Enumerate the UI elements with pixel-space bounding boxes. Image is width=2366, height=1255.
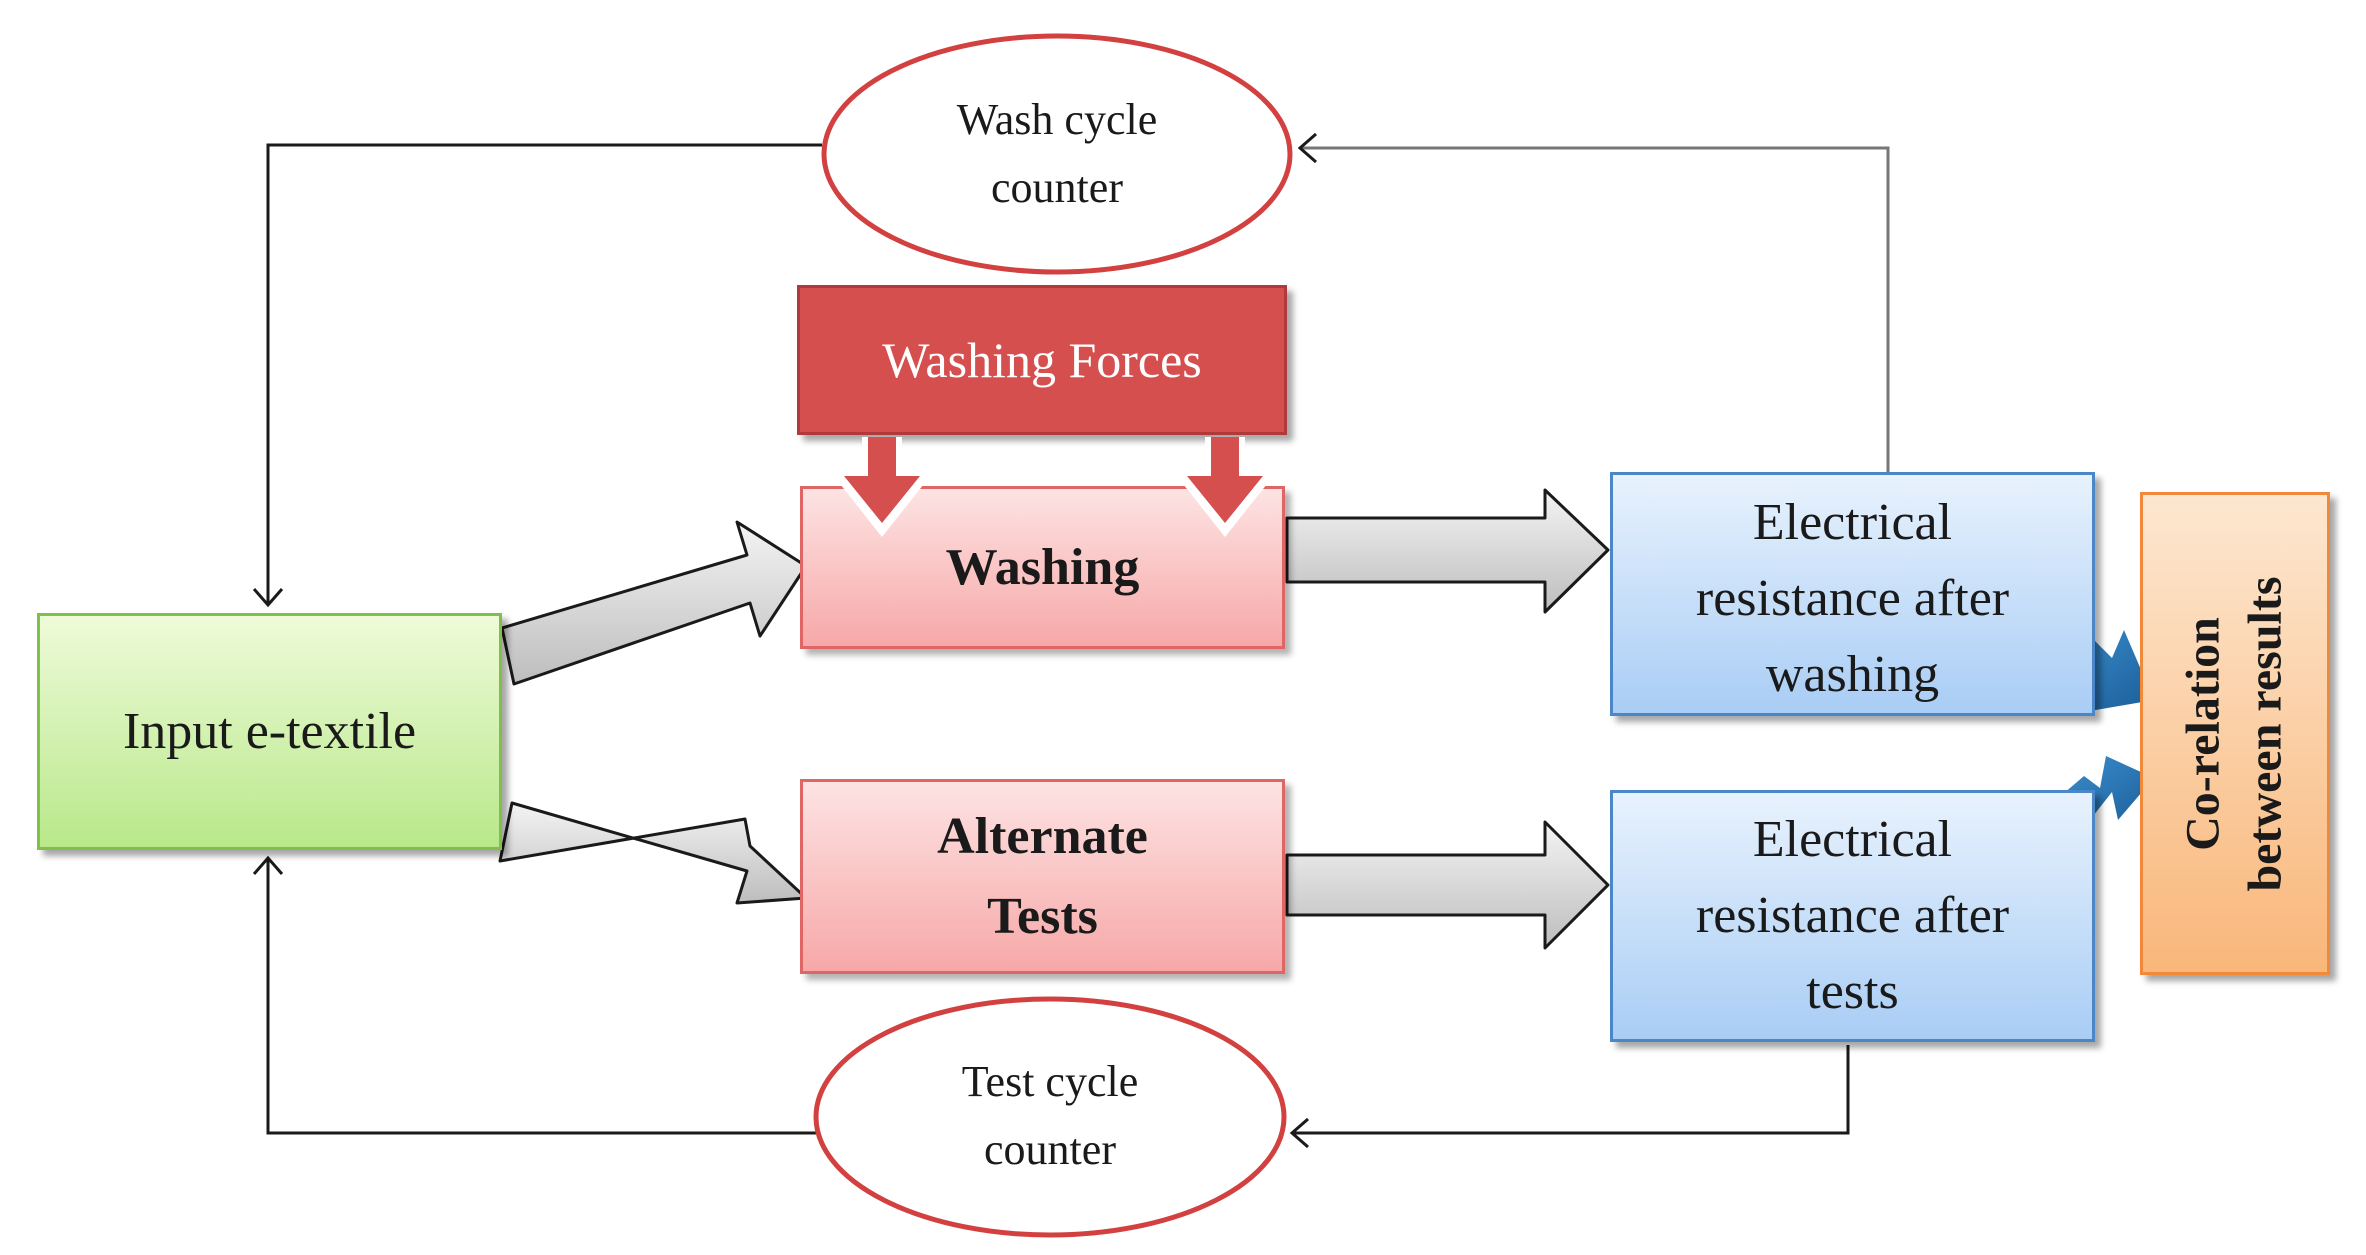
test-counter-line-2: counter <box>984 1125 1116 1174</box>
wash-cycle-counter-label: Wash cycle counter <box>880 86 1234 222</box>
alternate-tests-line-2: Tests <box>987 887 1098 945</box>
resistance-washing-line-2: resistance after <box>1695 570 2010 627</box>
resistance-after-tests-box: Electrical resistance after tests <box>1610 790 2095 1042</box>
test-counter-line-1: Test cycle <box>961 1057 1139 1106</box>
washing-forces-box: Washing Forces <box>797 285 1287 435</box>
resistance-after-washing-box: Electrical resistance after washing <box>1610 472 2095 716</box>
correlation-label: Co-relation between results <box>2173 576 2297 891</box>
test-cycle-counter-label: Test cycle counter <box>873 1048 1227 1184</box>
correlation-line-2: between results <box>2239 575 2293 892</box>
block-arrow-input-to-washing <box>500 520 808 686</box>
wash-feedback-connector <box>252 132 1890 608</box>
block-arrow-washing-to-resistance <box>1285 488 1610 614</box>
block-arrow-tests-to-resistance <box>1285 820 1610 950</box>
input-e-textile-box: Input e-textile <box>37 613 502 850</box>
wash-cycle-counter-ellipse <box>821 33 1293 275</box>
alternate-tests-box: Alternate Tests <box>800 779 1285 974</box>
washing-process-box: Washing <box>800 486 1285 649</box>
resistance-washing-line-1: Electrical <box>1752 494 1953 551</box>
test-cycle-counter-ellipse <box>813 996 1287 1238</box>
alternate-tests-line-1: Alternate <box>937 807 1148 865</box>
test-feedback-connector <box>252 855 1850 1149</box>
washing-label: Washing <box>945 539 1140 596</box>
block-arrow-input-to-tests <box>498 801 808 905</box>
input-e-textile-label: Input e-textile <box>122 703 417 760</box>
wash-counter-line-2: counter <box>991 163 1123 212</box>
resistance-tests-line-2: resistance after <box>1695 887 2010 944</box>
wash-counter-line-1: Wash cycle <box>956 95 1158 144</box>
washing-forces-label: Washing Forces <box>882 332 1202 388</box>
correlation-line-1: Co-relation <box>2177 616 2231 851</box>
resistance-tests-line-1: Electrical <box>1752 811 1953 868</box>
resistance-tests-line-3: tests <box>1806 963 1899 1020</box>
correlation-box: Co-relation between results <box>2140 492 2330 975</box>
resistance-washing-line-3: washing <box>1765 646 1940 703</box>
